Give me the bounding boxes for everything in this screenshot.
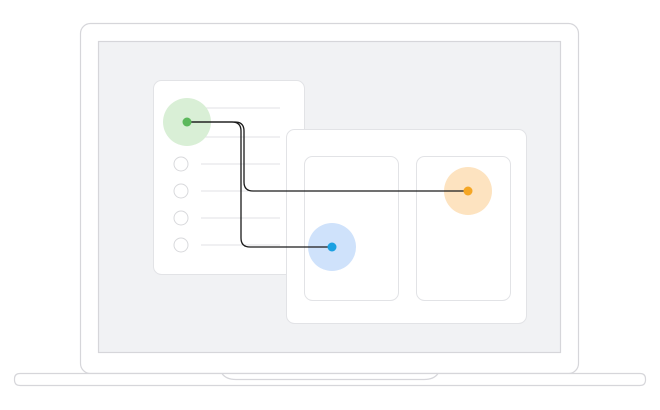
radio-icon[interactable] xyxy=(173,156,189,172)
orange-dot-icon[interactable] xyxy=(463,186,473,196)
radio-icon[interactable] xyxy=(173,183,189,199)
list xyxy=(173,107,280,253)
laptop-notch xyxy=(221,373,439,381)
radio-icon[interactable] xyxy=(173,210,189,226)
connector-to-blue xyxy=(187,121,332,248)
blue-dot-icon[interactable] xyxy=(327,242,337,252)
connector-to-orange xyxy=(187,121,468,192)
list-item[interactable] xyxy=(173,237,280,253)
green-dot-icon[interactable] xyxy=(182,117,192,127)
radio-icon[interactable] xyxy=(173,237,189,253)
